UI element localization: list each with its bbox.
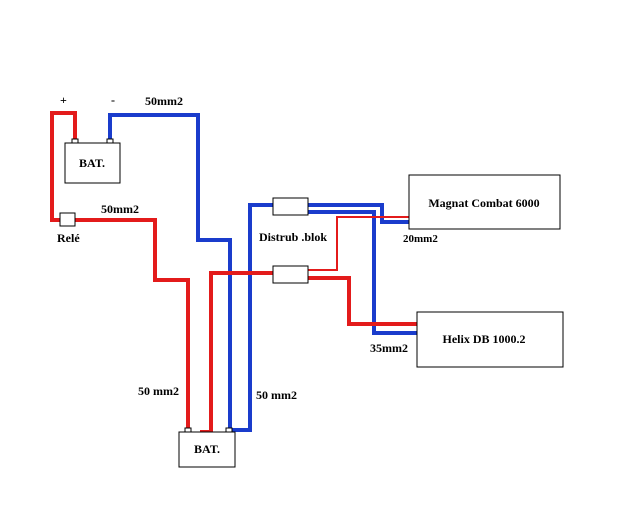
minus-sign: - bbox=[111, 93, 115, 107]
pos-wire-battery-to-relay bbox=[50, 111, 77, 222]
cable-label-left-positive: 50 mm2 bbox=[138, 384, 179, 398]
amp-helix-label: Helix DB 1000.2 bbox=[443, 332, 526, 346]
cable-label-amp-1-positive: 20mm2 bbox=[403, 233, 438, 245]
cable-label-relay-positive: 50mm2 bbox=[101, 202, 139, 216]
neg-wire-bottom-battery bbox=[226, 203, 274, 432]
plus-sign: + bbox=[60, 93, 67, 107]
neg-wire-to-helix bbox=[308, 210, 417, 335]
pos-wire-battery-to-block bbox=[200, 271, 274, 434]
battery-top-label: BAT. bbox=[79, 156, 105, 170]
distribution-block-lower bbox=[272, 265, 309, 284]
pos-wire-to-magnat bbox=[308, 216, 409, 271]
amp-magnat-label: Magnat Combat 6000 bbox=[428, 196, 539, 210]
amp-helix bbox=[416, 311, 564, 368]
distribution-block-label: Distrub .blok bbox=[259, 230, 327, 244]
cable-label-right-negative: 50 mm2 bbox=[256, 388, 297, 402]
relay-label: Relé bbox=[57, 231, 80, 245]
battery-bottom bbox=[178, 431, 236, 468]
battery-bottom-label: BAT. bbox=[194, 442, 220, 456]
neg-wire-to-magnat bbox=[308, 203, 409, 224]
relay bbox=[59, 212, 76, 227]
battery-top bbox=[64, 142, 121, 184]
amp-magnat bbox=[408, 174, 561, 230]
cable-label-top-negative: 50mm2 bbox=[145, 94, 183, 108]
pos-wire-to-helix bbox=[308, 276, 417, 326]
pos-wire-relay-to-battery bbox=[75, 218, 190, 432]
distribution-block-upper bbox=[272, 197, 309, 216]
cable-label-amp-2-positive: 35mm2 bbox=[370, 341, 408, 355]
